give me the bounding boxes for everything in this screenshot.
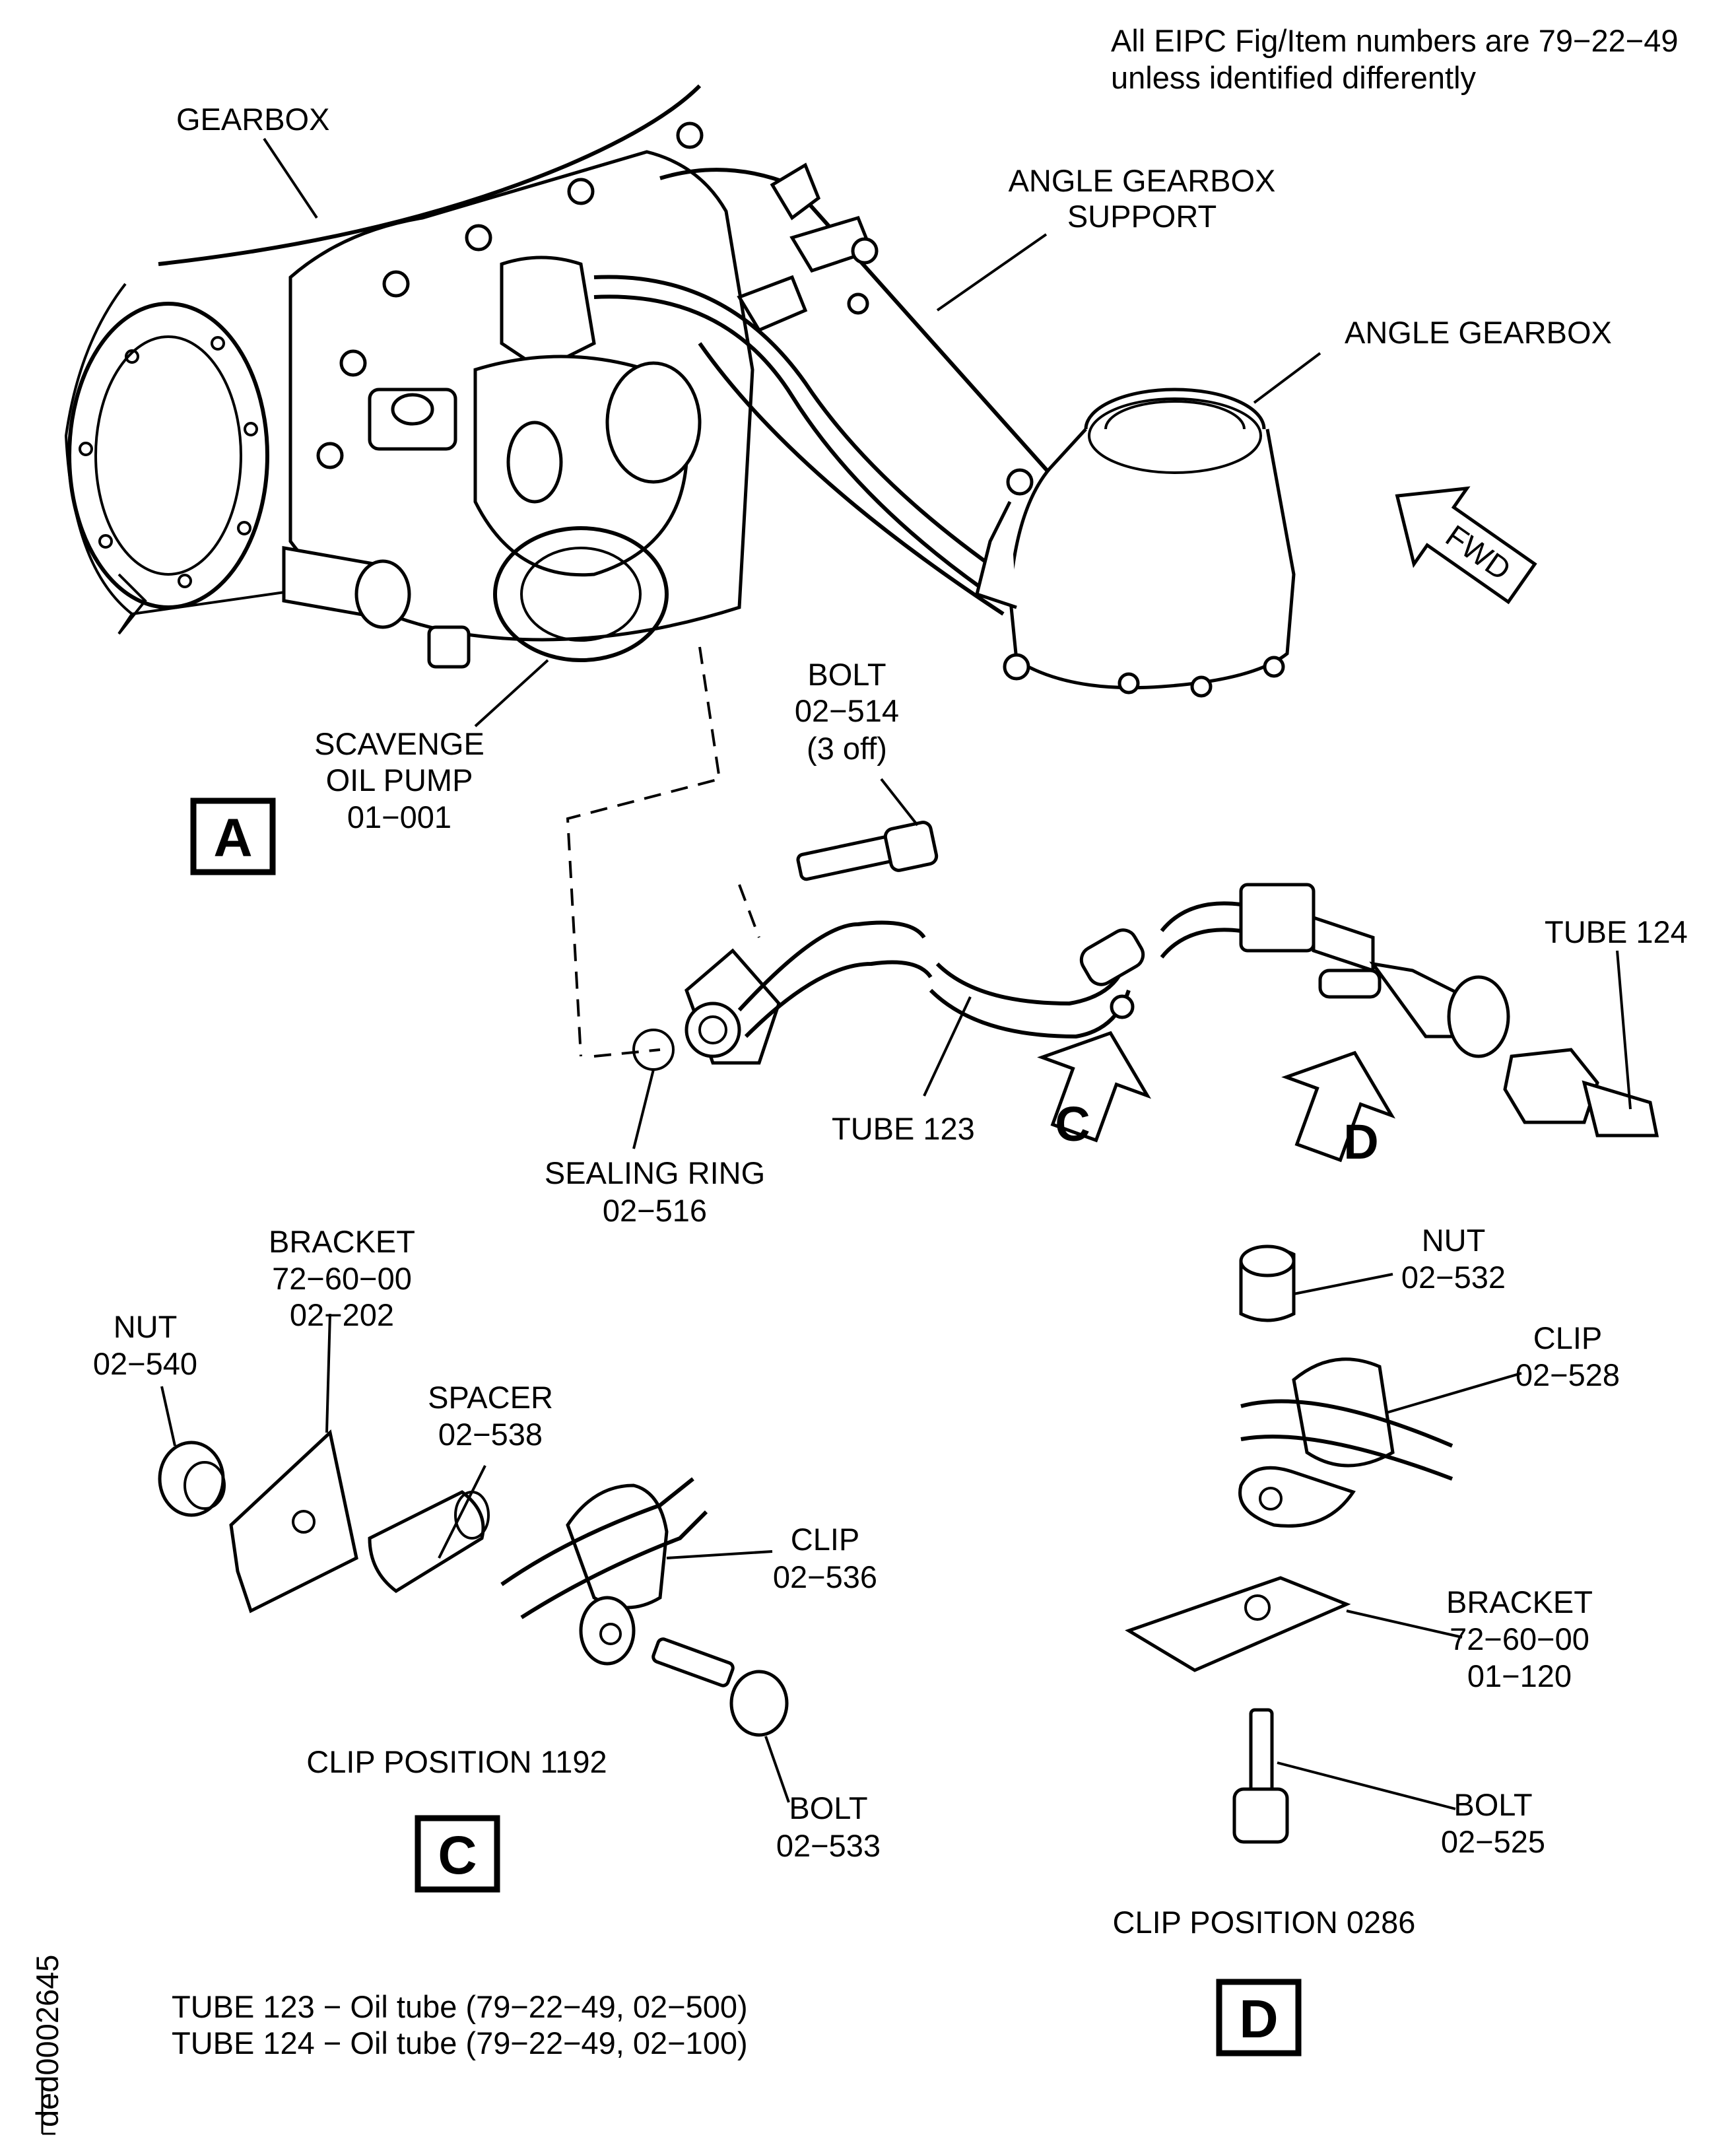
- nut-c-label-2: 02−540: [93, 1346, 197, 1381]
- scavenge-label-1: SCAVENGE: [314, 726, 484, 761]
- nut-d-label-1: NUT: [1422, 1223, 1486, 1258]
- nut-c-label-1: NUT: [114, 1309, 178, 1344]
- gearbox-label: GEARBOX: [176, 102, 329, 137]
- view-c-letter: C: [438, 1825, 477, 1886]
- tube-124-label: TUBE 124: [1545, 914, 1688, 949]
- angle-gearbox: [975, 388, 1296, 698]
- bracket-d-label-1: BRACKET: [1446, 1584, 1593, 1619]
- footnote-tube-123: TUBE 123 − Oil tube (79−22−49, 02−500): [172, 1989, 748, 2024]
- gearbox-assembly: FWD: [64, 84, 1537, 698]
- bolt-d-label-2: 02−525: [1441, 1824, 1545, 1859]
- flange-holes: [79, 336, 258, 588]
- arrow-d-label: D: [1343, 1114, 1378, 1169]
- bolt-d-label-1: BOLT: [1453, 1787, 1532, 1822]
- spacer-part: [368, 1490, 485, 1594]
- forward-direction-arrow: FWD: [1395, 486, 1537, 605]
- tube-124-assembly: [1239, 883, 1659, 1138]
- clip-d-part: [1292, 1357, 1395, 1468]
- bolt-d-part: [1249, 1708, 1274, 1798]
- view-d-arrow: [1281, 1050, 1395, 1163]
- angle-gearbox-support-label-2: SUPPORT: [1067, 199, 1217, 234]
- clip-position-c-label: CLIP POSITION 1192: [306, 1744, 607, 1779]
- view-c-box: C: [415, 1815, 500, 1893]
- bolt-top-label-1: BOLT: [807, 657, 886, 692]
- clip-c-label-1: CLIP: [791, 1522, 860, 1557]
- note-line-1: All EIPC Fig/Item numbers are 79−22−49: [1111, 23, 1679, 58]
- bracket-c-label-2: 72−60−00: [272, 1261, 412, 1296]
- scavenge-label-2: OIL PUMP: [326, 763, 473, 798]
- spacer-label-1: SPACER: [428, 1380, 553, 1415]
- exploded-view-dashes: [566, 646, 760, 1058]
- scavenge-label-3: 01−001: [347, 799, 451, 834]
- clip-c-part: [566, 1483, 669, 1610]
- bracket-c-label-3: 02−202: [290, 1297, 394, 1332]
- view-a-letter: A: [213, 808, 252, 868]
- bracket-c-label-1: BRACKET: [269, 1224, 415, 1259]
- view-d-parts: [1125, 1244, 1453, 1844]
- bolt-top-label-3: (3 off): [807, 731, 887, 766]
- drawing-id: ded0002645: [30, 1955, 65, 2135]
- tube-123-label: TUBE 123: [832, 1111, 975, 1146]
- sealing-ring-label-2: 02−516: [603, 1193, 707, 1228]
- bolt-c-label-2: 02−533: [776, 1828, 881, 1863]
- tube-123-assembly: [632, 901, 1242, 1071]
- drawing-id-text: ded0002645: [30, 1955, 65, 2127]
- top-note: All EIPC Fig/Item numbers are 79−22−49 u…: [1111, 23, 1679, 95]
- clip-position-d-label: CLIP POSITION 0286: [1113, 1905, 1416, 1940]
- spacer-label-2: 02−538: [438, 1417, 543, 1452]
- clip-d-label-2: 02−528: [1516, 1357, 1620, 1392]
- view-d-letter: D: [1239, 1989, 1278, 2049]
- bracket-d-part: [1125, 1576, 1351, 1672]
- angle-gearbox-support-label-1: ANGLE GEARBOX: [1009, 163, 1276, 198]
- sealing-ring-label-1: SEALING RING: [545, 1155, 765, 1190]
- footnote-tube-124: TUBE 124 − Oil tube (79−22−49, 02−100): [172, 2025, 748, 2060]
- top-bolt: [796, 821, 939, 881]
- gearbox-bolts: [316, 121, 704, 469]
- nut-d-label-2: 02−532: [1401, 1260, 1506, 1295]
- bolt-c-label-1: BOLT: [789, 1790, 867, 1825]
- clip-d-label-1: CLIP: [1533, 1320, 1603, 1355]
- bolt-c-part: [651, 1637, 735, 1687]
- arrow-c-label: C: [1055, 1097, 1090, 1151]
- view-c-parts: [158, 1429, 789, 1737]
- bracket-d-label-3: 01−120: [1467, 1658, 1572, 1693]
- clip-c-label-2: 02−536: [773, 1559, 877, 1594]
- view-c-arrow: [1037, 1031, 1151, 1143]
- angle-gearbox-label: ANGLE GEARBOX: [1345, 315, 1612, 350]
- bolt-top-label-2: 02−514: [795, 693, 899, 728]
- view-a-box: A: [190, 798, 276, 875]
- scavenge-oil-pump: [282, 255, 702, 669]
- note-line-2: unless identified differently: [1111, 60, 1477, 95]
- bracket-d-label-2: 72−60−00: [1450, 1621, 1589, 1656]
- view-d-box: D: [1216, 1979, 1302, 2056]
